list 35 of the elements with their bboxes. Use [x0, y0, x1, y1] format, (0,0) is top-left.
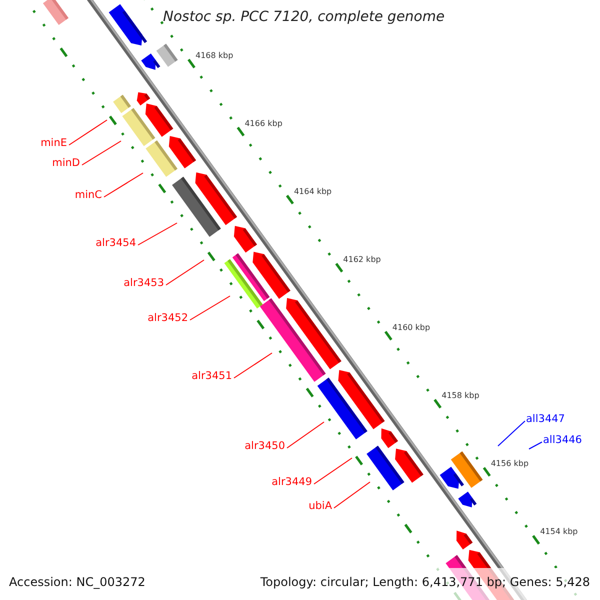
gene-label: all3447 — [526, 413, 565, 426]
gene-label: alr3453 — [124, 277, 164, 290]
leader-line — [190, 296, 230, 320]
leader-line — [138, 222, 178, 246]
scale-label: 4156 kbp — [490, 458, 529, 469]
leader-line — [166, 260, 204, 286]
leader-line — [498, 420, 526, 446]
leader-line — [334, 482, 370, 508]
scale-label: 4160 kbp — [392, 322, 430, 333]
scale-label: 4166 kbp — [244, 118, 282, 129]
gene-label: alr3450 — [244, 440, 285, 453]
scale-label: 4158 kbp — [442, 390, 480, 401]
gene-label: ubiA — [308, 500, 332, 513]
accession-text: Accession: NC_003272 — [9, 574, 146, 590]
genome-summary-text: Topology: circular; Length: 6,413,771 bp; Genes: 5,428 — [260, 574, 590, 590]
scale-label: 4164 kbp — [294, 186, 332, 197]
leader-line — [528, 442, 542, 450]
leader-line — [234, 352, 272, 378]
leader-line — [68, 120, 108, 146]
scale-label: 4162 kbp — [343, 254, 381, 265]
leader-line — [286, 422, 324, 448]
gene-label: minC — [74, 189, 102, 202]
gene-label: alr3452 — [148, 312, 188, 325]
gene-label: alr3451 — [192, 370, 232, 383]
gene-label: alr3449 — [272, 476, 312, 489]
gene-label: alr3454 — [96, 237, 136, 250]
gene-label: minD — [52, 157, 80, 170]
scale-label: 4154 kbp — [540, 526, 578, 537]
scale-label: 4168 kbp — [195, 50, 234, 61]
leader-line — [82, 140, 122, 166]
title: Nostoc sp. PCC 7120, complete genome — [163, 9, 445, 25]
leader-line — [314, 458, 352, 484]
gene-label: minE — [40, 137, 67, 150]
leader-line — [104, 172, 144, 198]
gene-label: all3446 — [543, 434, 582, 447]
